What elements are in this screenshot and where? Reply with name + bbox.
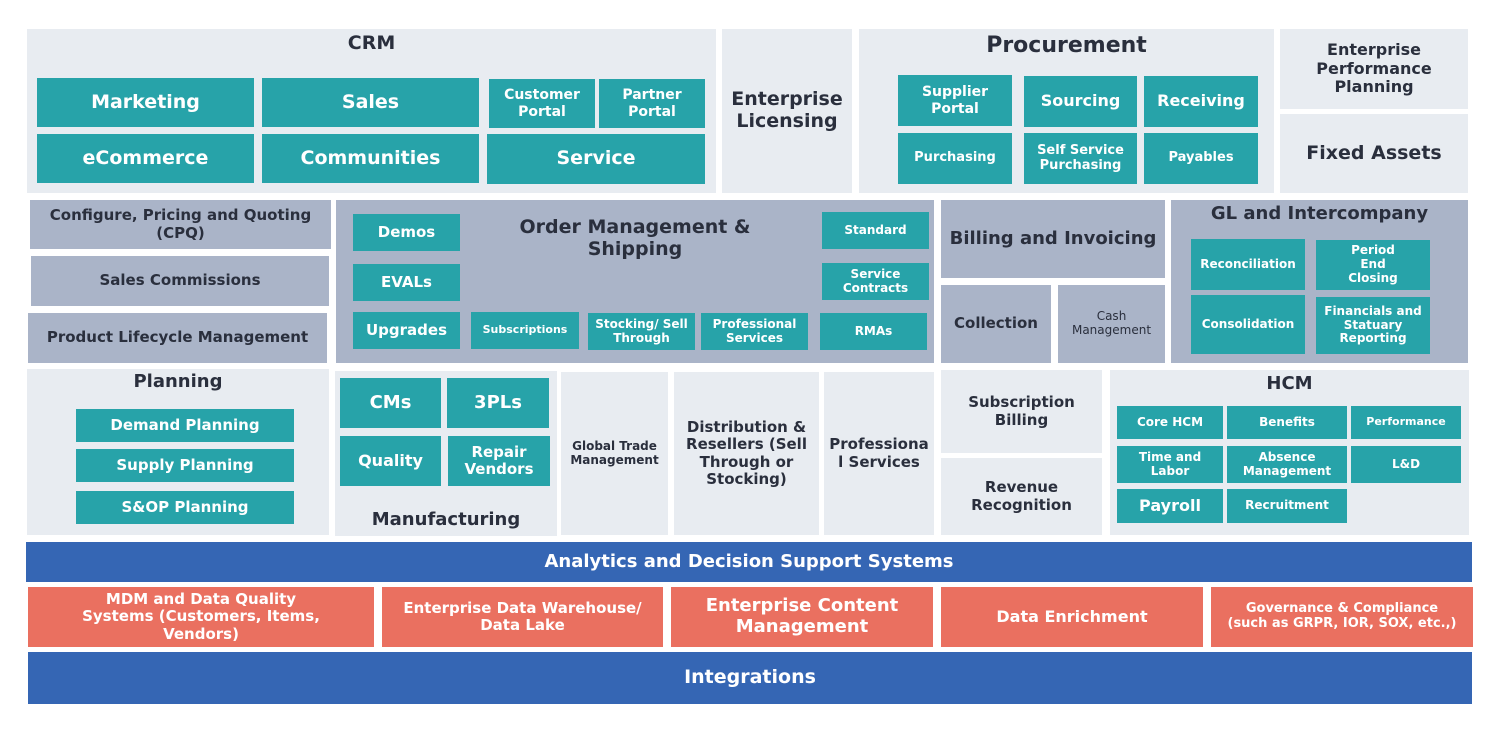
hcm-l-and-d[interactable]: L&D — [1351, 446, 1461, 483]
order-professional-services[interactable]: Professional Services — [701, 313, 808, 350]
planning-demand[interactable]: Demand Planning — [76, 409, 294, 442]
hcm-performance[interactable]: Performance — [1351, 406, 1461, 439]
enterprise-performance-planning[interactable]: Enterprise Performance Planning — [1280, 29, 1468, 109]
procurement-title: Procurement — [986, 33, 1147, 58]
fixed-assets[interactable]: Fixed Assets — [1280, 114, 1468, 193]
procurement-purchasing[interactable]: Purchasing — [898, 133, 1012, 184]
gl-period-end-closing[interactable]: Period End Closing — [1316, 240, 1430, 290]
data-warehouse-lake[interactable]: Enterprise Data Warehouse/ Data Lake — [382, 587, 663, 647]
order-service-contracts[interactable]: Service Contracts — [822, 263, 929, 300]
procurement-self-service-purchasing[interactable]: Self Service Purchasing — [1024, 133, 1137, 184]
order-demos[interactable]: Demos — [353, 214, 460, 251]
order-upgrades[interactable]: Upgrades — [353, 312, 460, 349]
procurement-supplier-portal[interactable]: Supplier Portal — [898, 75, 1012, 126]
hcm-time-and-labor[interactable]: Time and Labor — [1117, 446, 1223, 483]
hcm-recruitment[interactable]: Recruitment — [1227, 489, 1347, 523]
gl-financials-statuary-reporting[interactable]: Financials and Statuary Reporting — [1316, 297, 1430, 354]
data-enrichment[interactable]: Data Enrichment — [941, 587, 1203, 647]
hcm-benefits[interactable]: Benefits — [1227, 406, 1347, 439]
hcm-title: HCM — [1266, 373, 1313, 394]
cash-management[interactable]: Cash Management — [1058, 285, 1165, 363]
procurement-receiving[interactable]: Receiving — [1144, 76, 1258, 127]
crm-service[interactable]: Service — [487, 134, 705, 184]
analytics-bar[interactable]: Analytics and Decision Support Systems — [26, 542, 1472, 582]
manufacturing-3pls[interactable]: 3PLs — [447, 378, 549, 428]
order-evals[interactable]: EVALs — [353, 264, 460, 301]
procurement-sourcing[interactable]: Sourcing — [1024, 76, 1137, 127]
crm-communities[interactable]: Communities — [262, 134, 479, 183]
crm-sales[interactable]: Sales — [262, 78, 479, 127]
global-trade-management[interactable]: Global Trade Management — [561, 372, 668, 535]
cpq[interactable]: Configure, Pricing and Quoting (CPQ) — [30, 200, 331, 249]
product-lifecycle-management[interactable]: Product Lifecycle Management — [28, 313, 327, 363]
hcm-payroll[interactable]: Payroll — [1117, 489, 1223, 523]
crm-title: CRM — [347, 32, 396, 54]
order-stocking-sell-through[interactable]: Stocking/ Sell Through — [588, 313, 695, 350]
integrations-bar[interactable]: Integrations — [28, 652, 1472, 704]
order-rmas[interactable]: RMAs — [820, 313, 927, 350]
order-standard[interactable]: Standard — [822, 212, 929, 249]
data-mdm[interactable]: MDM and Data Quality Systems (Customers,… — [28, 587, 374, 647]
data-content-management[interactable]: Enterprise Content Management — [671, 587, 933, 647]
planning-title: Planning — [133, 371, 223, 392]
crm-customer-portal[interactable]: Customer Portal — [489, 79, 595, 128]
procurement-payables[interactable]: Payables — [1144, 133, 1258, 184]
order-management-title: Order Management & Shipping — [519, 216, 751, 260]
hcm-core[interactable]: Core HCM — [1117, 406, 1223, 439]
gl-title: GL and Intercompany — [1210, 203, 1429, 224]
billing-and-invoicing[interactable]: Billing and Invoicing — [941, 200, 1165, 278]
data-governance-compliance[interactable]: Governance & Compliance (such as GRPR, I… — [1211, 587, 1473, 647]
planning-sop[interactable]: S&OP Planning — [76, 491, 294, 524]
sales-commissions[interactable]: Sales Commissions — [31, 256, 329, 306]
crm-ecommerce[interactable]: eCommerce — [37, 134, 254, 183]
professional-services[interactable]: Professiona l Services — [824, 372, 934, 535]
manufacturing-quality[interactable]: Quality — [340, 436, 441, 486]
hcm-absence-management[interactable]: Absence Management — [1227, 446, 1347, 483]
crm-partner-portal[interactable]: Partner Portal — [599, 79, 705, 128]
enterprise-licensing[interactable]: Enterprise Licensing — [722, 29, 852, 193]
distribution-resellers[interactable]: Distribution & Resellers (Sell Through o… — [674, 372, 819, 535]
gl-consolidation[interactable]: Consolidation — [1191, 295, 1305, 354]
subscription-billing[interactable]: Subscription Billing — [941, 370, 1102, 453]
revenue-recognition[interactable]: Revenue Recognition — [941, 458, 1102, 535]
gl-reconciliation[interactable]: Reconciliation — [1191, 239, 1305, 290]
order-subscriptions[interactable]: Subscriptions — [471, 312, 579, 349]
crm-marketing[interactable]: Marketing — [37, 78, 254, 127]
manufacturing-cms[interactable]: CMs — [340, 378, 441, 428]
manufacturing-repair-vendors[interactable]: Repair Vendors — [448, 436, 550, 486]
collection[interactable]: Collection — [941, 285, 1051, 363]
planning-supply[interactable]: Supply Planning — [76, 449, 294, 482]
manufacturing-title: Manufacturing — [371, 508, 521, 530]
